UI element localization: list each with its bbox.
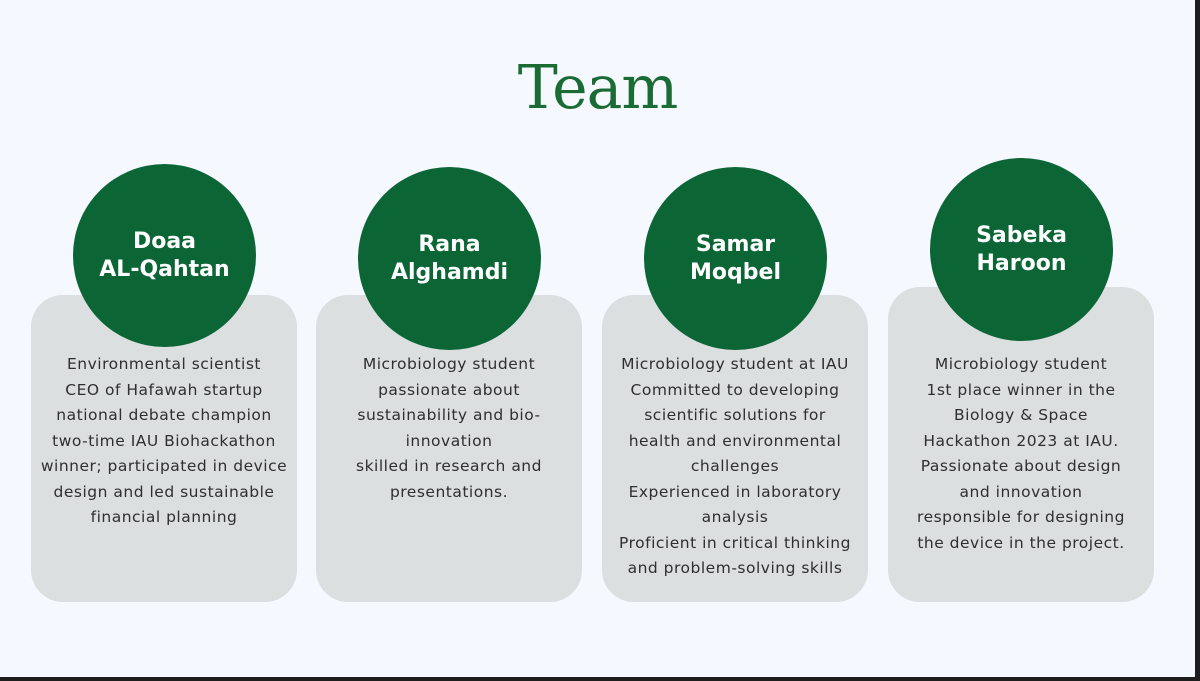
member-first-name: Sabeka [976, 222, 1067, 248]
description-line: Proficient in critical thinking [619, 533, 851, 552]
description-line: design and led sustainable [53, 482, 275, 501]
description-line: and problem-solving skills [627, 559, 843, 577]
description-line: health and environmental [628, 431, 842, 450]
description-line: 1st place winner in the [926, 380, 1116, 399]
member-first-name: Doaa [132, 228, 197, 254]
member-last-name: Haroon [976, 250, 1067, 276]
description-line: winner; participated in device [40, 457, 288, 475]
description-line: and innovation [959, 482, 1083, 501]
description-line: Passionate about design [920, 457, 1122, 475]
description-line: sustainability and bio- [357, 406, 541, 424]
description-line: Experienced in laboratory [628, 482, 842, 501]
description-line: passionate about [378, 380, 520, 399]
member-name-circle-4: Sabeka Haroon [930, 158, 1113, 341]
member-description: Environmental scientist CEO of Hafawah s… [39, 352, 289, 531]
description-line: responsible for designing [917, 508, 1125, 526]
member-last-name: Alghamdi [390, 259, 509, 285]
description-line: scientific solutions for [644, 406, 826, 424]
description-line: presentations. [389, 482, 509, 501]
member-description: Microbiology student at IAU Committed to… [610, 352, 860, 582]
member-first-name: Samar [695, 231, 776, 257]
member-last-name: Moqbel [690, 259, 781, 285]
description-line: two-time IAU Biohackathon [52, 431, 276, 450]
member-name-circle-1: Doaa AL-Qahtan [73, 164, 256, 347]
description-line: challenges [690, 457, 780, 475]
description-line: skilled in research and [356, 457, 542, 475]
description-line: national debate champion [56, 406, 272, 424]
member-name-circle-2: Rana Alghamdi [358, 167, 541, 350]
description-line: analysis [701, 508, 769, 526]
description-line: Microbiology student [934, 355, 1108, 373]
description-line: Committed to developing [630, 380, 840, 399]
member-first-name: Rana [418, 231, 481, 257]
description-line: financial planning [90, 508, 238, 526]
description-line: the device in the project. [917, 533, 1125, 552]
member-last-name: AL-Qahtan [99, 256, 230, 282]
description-line: Microbiology student [362, 355, 536, 373]
member-card-2: Microbiology student passionate about su… [316, 295, 582, 602]
description-line: Environmental scientist [66, 355, 261, 373]
member-name-circle-3: Samar Moqbel [644, 167, 827, 350]
description-line: Microbiology student at IAU [621, 355, 849, 373]
member-description: Microbiology student passionate about su… [324, 352, 574, 505]
description-line: innovation [405, 431, 493, 450]
description-line: Hackathon 2023 at IAU. [923, 431, 1119, 450]
description-line: Biology & Space [954, 406, 1088, 424]
slide-title: Team [517, 53, 679, 123]
member-description: Microbiology student 1st place winner in… [896, 352, 1146, 556]
description-line: CEO of Hafawah startup [65, 380, 263, 399]
